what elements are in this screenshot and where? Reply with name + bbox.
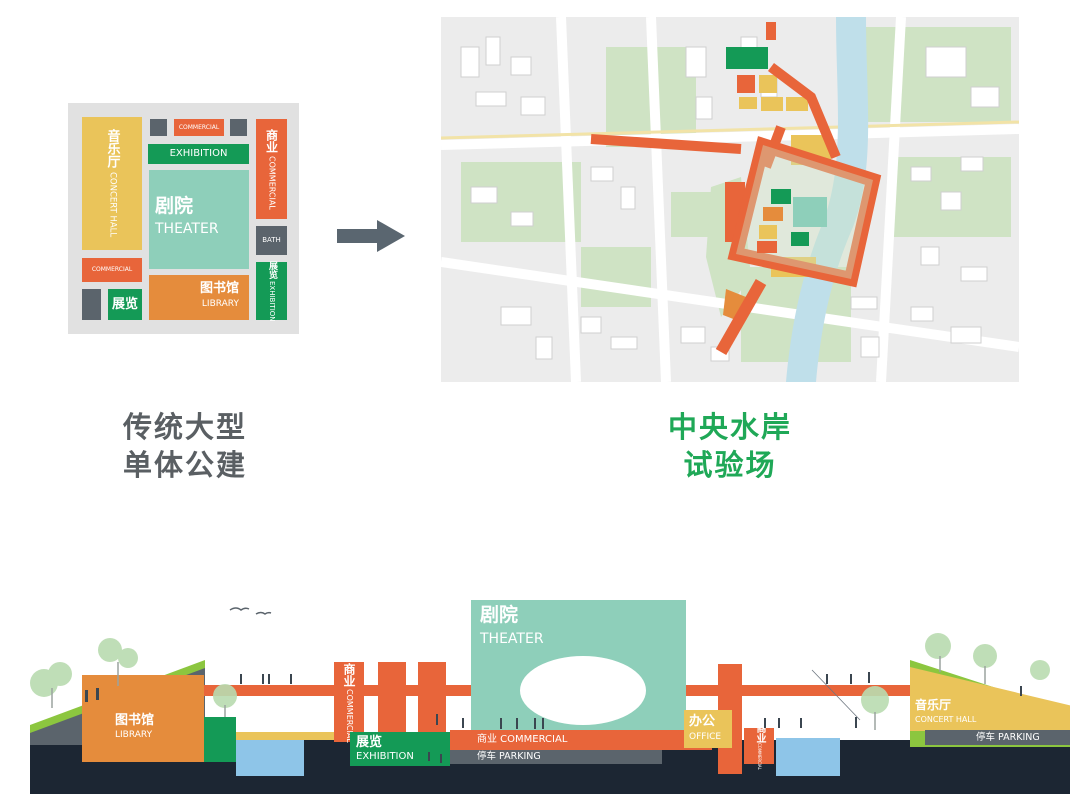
plan-exhibition-cn: 展览 bbox=[111, 297, 138, 312]
section-commerce-en: COMMERCIAL bbox=[345, 689, 354, 743]
section-library-cn: 图书馆 bbox=[115, 713, 155, 728]
plan-commerce-right-en: COMMERCIAL bbox=[267, 155, 277, 210]
caption-waterfront-line2: 试验场 bbox=[683, 448, 777, 482]
section-yellow-strip bbox=[236, 732, 336, 740]
plan-small-block bbox=[150, 119, 167, 136]
section-office-block bbox=[684, 710, 732, 748]
masterplan-map bbox=[441, 17, 1019, 382]
plan-exhibition-right-cn: 展览 bbox=[267, 260, 277, 279]
plan-exhibition-right-block: 展览 EXHIBITION bbox=[256, 260, 287, 322]
section-concert-en: CONCERT HALL bbox=[915, 715, 977, 724]
plan-commercial-left-label: COMMERCIAL bbox=[91, 266, 133, 273]
birds-icon bbox=[229, 607, 272, 615]
plan-small-block bbox=[82, 289, 101, 320]
section-library-block bbox=[82, 675, 204, 762]
section-library-en: LIBRARY bbox=[115, 730, 153, 740]
section-commerce-column bbox=[334, 662, 364, 742]
caption-waterfront-line1: 中央水岸 bbox=[667, 410, 792, 444]
plan-bath-label: BATH bbox=[262, 236, 281, 244]
plan-library-en: LIBRARY bbox=[201, 299, 239, 309]
section-office-cn: 办公 bbox=[689, 714, 716, 729]
section-theater-stage bbox=[520, 656, 646, 725]
section-diagram: 图书馆 LIBRARY 商业 COMMERCIAL 展览 EXHIBITION … bbox=[0, 590, 1080, 809]
section-commerce-right-block bbox=[744, 728, 774, 764]
plan-commercial-top-label: COMMERCIAL bbox=[178, 123, 220, 131]
trees-and-people-decor bbox=[30, 633, 1050, 763]
section-water-right bbox=[776, 738, 840, 776]
caption-conventional-line1: 传统大型 bbox=[122, 410, 247, 444]
section-exhibition-cn: 展览 bbox=[356, 735, 383, 750]
section-water-left bbox=[236, 738, 304, 776]
caption-conventional: 传统大型 单体公建 bbox=[85, 408, 285, 484]
section-green-block bbox=[204, 717, 236, 762]
conventional-plan-diagram: 音乐厅 CONCERT HALL COMMERCIAL EXHIBITION 商… bbox=[68, 103, 299, 334]
plan-theater-cn: 剧院 bbox=[155, 195, 194, 217]
section-commerce-cn: 商业 bbox=[342, 663, 356, 688]
section-theater-en: THEATER bbox=[480, 631, 544, 647]
plan-commerce-right-cn: 商业 bbox=[264, 128, 279, 153]
plan-concert-hall-block: 音乐厅 CONCERT HALL bbox=[82, 117, 142, 250]
plan-library-block: 图书馆 LIBRARY bbox=[149, 275, 249, 320]
caption-waterfront: 中央水岸 试验场 bbox=[630, 408, 830, 484]
section-commerce-label: 商业 COMMERCIAL bbox=[334, 663, 364, 743]
section-theater-cn: 剧院 bbox=[480, 604, 519, 626]
section-exhibition-block bbox=[350, 732, 450, 766]
plan-exhibition-block: 展览 bbox=[108, 289, 142, 320]
plan-commercial-top-block: COMMERCIAL bbox=[174, 119, 224, 136]
plan-small-block bbox=[230, 119, 247, 136]
section-exhibition-en: EXHIBITION bbox=[356, 751, 414, 762]
section-commerce-column bbox=[418, 662, 446, 742]
section-commerce-right-label: 商业 COMMERCIAL bbox=[744, 723, 774, 770]
plan-concert-hall-cn: 音乐厅 bbox=[104, 129, 120, 169]
section-commerce-right-cn: 商业 bbox=[754, 722, 765, 743]
plan-exhibition-top-block: EXHIBITION bbox=[148, 144, 249, 164]
section-concert-cn: 音乐厅 bbox=[915, 698, 952, 712]
plan-theater-block: 剧院 THEATER bbox=[149, 170, 249, 269]
plan-concert-hall-en: CONCERT HALL bbox=[107, 172, 118, 238]
section-parking-center bbox=[450, 750, 662, 764]
plan-exhibition-right-en: EXHIBITION bbox=[268, 280, 276, 322]
arrow-right-icon bbox=[337, 220, 405, 252]
plan-library-cn: 图书馆 bbox=[199, 281, 239, 296]
section-office-en: OFFICE bbox=[689, 732, 722, 742]
section-parking-right bbox=[925, 730, 1070, 745]
plan-commercial-left-block: COMMERCIAL bbox=[82, 258, 142, 282]
section-commercial-band bbox=[450, 730, 712, 750]
plan-bath-block: BATH bbox=[256, 226, 287, 255]
section-parking-center-label: 停车 PARKING bbox=[477, 751, 541, 762]
section-commercial-band-label: 商业 COMMERCIAL bbox=[477, 734, 568, 745]
section-commerce-column bbox=[378, 662, 406, 742]
caption-conventional-line2: 单体公建 bbox=[122, 448, 247, 482]
section-commerce-right-en: COMMERCIAL bbox=[757, 742, 762, 770]
plan-theater-en: THEATER bbox=[155, 221, 219, 237]
plan-exhibition-top-label: EXHIBITION bbox=[169, 148, 228, 159]
section-parking-right-label: 停车 PARKING bbox=[976, 732, 1040, 743]
plan-commerce-right-block: 商业 COMMERCIAL bbox=[256, 119, 287, 219]
